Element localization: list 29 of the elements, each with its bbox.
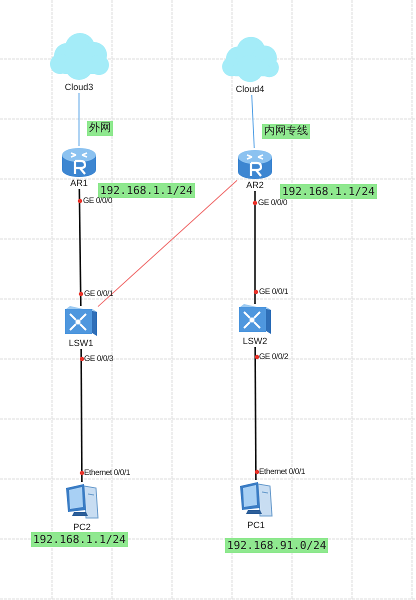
link-line xyxy=(80,349,83,482)
device-name: AR2 xyxy=(246,180,264,191)
device-name: PC2 xyxy=(73,522,91,533)
link-line xyxy=(78,92,80,146)
device-name: PC1 xyxy=(247,520,265,531)
port-label: GE 0/0/0 xyxy=(258,199,288,207)
device-name: Cloud3 xyxy=(64,82,94,93)
ip-address-note: 192.168.1.1/24 xyxy=(31,532,128,547)
device-name: LSW1 xyxy=(68,338,94,349)
link-note: 外网 xyxy=(87,121,113,136)
device-name: LSW2 xyxy=(242,336,268,347)
ip-address-note: 192.168.1.1/24 xyxy=(280,184,377,199)
link-line xyxy=(78,189,82,306)
link-line xyxy=(98,180,238,308)
link-line xyxy=(254,347,257,480)
port-label: GE 0/0/2 xyxy=(259,353,288,361)
port-label: Ethernet 0/0/1 xyxy=(84,469,130,477)
port-label: GE 0/0/1 xyxy=(84,290,114,298)
port-label: GE 0/0/0 xyxy=(83,197,112,205)
port-label: GE 0/0/3 xyxy=(84,355,114,363)
link-line xyxy=(251,94,255,148)
link-note: 内网专线 xyxy=(262,124,310,139)
device-name: AR1 xyxy=(70,178,88,189)
ip-address-note: 192.168.1.1/24 xyxy=(98,183,195,198)
link-line xyxy=(254,191,256,304)
port-label: GE 0/0/1 xyxy=(259,288,288,296)
ip-address-note: 192.168.91.0/24 xyxy=(225,538,328,553)
device-name: Cloud4 xyxy=(236,84,264,95)
port-label: Ethernet 0/0/1 xyxy=(259,468,306,476)
